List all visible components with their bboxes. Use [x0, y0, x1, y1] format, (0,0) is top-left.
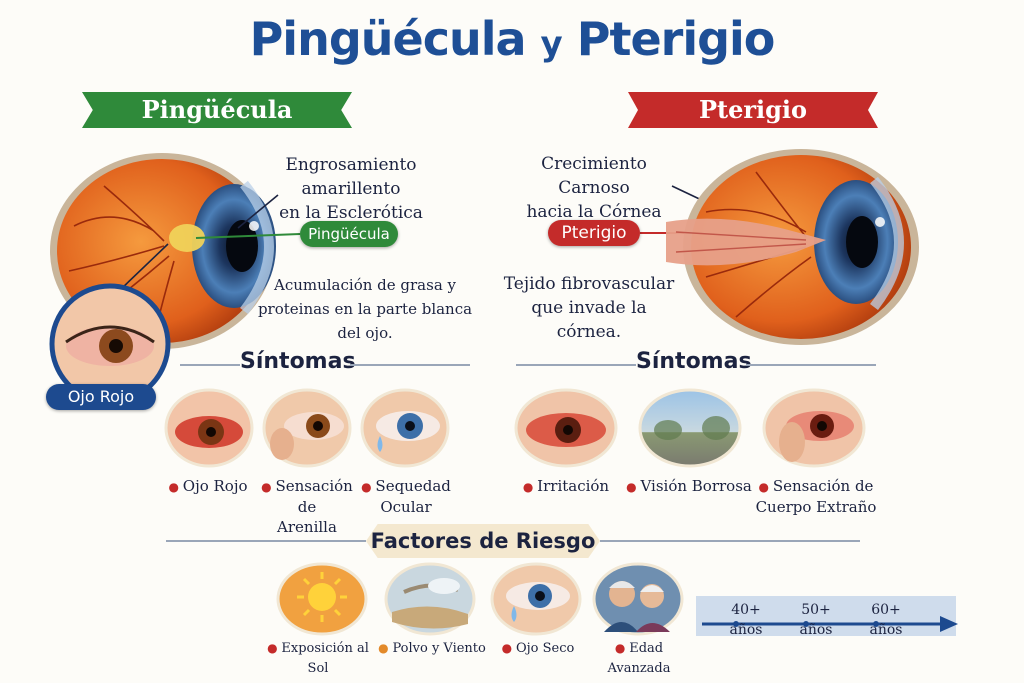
pterigio-description-top: Crecimiento Carnoso hacia la Córnea [504, 152, 684, 224]
bullet-icon: ● [261, 480, 276, 494]
age-label-40: 40+ años [729, 602, 763, 638]
age-timeline [696, 596, 958, 636]
note-line: en la Esclerótica [279, 203, 423, 223]
red-eye-inset [49, 283, 171, 404]
note-line: proteinas en la parte blanca del ojo. [257, 300, 473, 342]
title-pterigio: Pterigio [576, 12, 776, 66]
page-title: Pingüécula y Pterigio [0, 12, 1024, 66]
dust-wind-icon [384, 562, 476, 636]
blurred-scene-icon [638, 388, 742, 468]
symptom-label: ● Ojo Rojo [156, 476, 260, 497]
rubbing-eye-icon [262, 388, 352, 468]
symptom-text: Irritación [537, 477, 610, 495]
symptom-text: Cuerpo Extraño [755, 498, 877, 516]
risk-text: Exposición al Sol [281, 641, 369, 676]
risk-text: Edad Avanzada [607, 641, 671, 676]
pinguecula-ribbon: Pingüécula [82, 92, 352, 128]
note-line: Crecimiento Carnoso [541, 154, 647, 198]
divider [350, 364, 470, 366]
bullet-icon: ● [361, 480, 376, 494]
bullet-icon: ● [267, 641, 282, 655]
age-label-60: 60+ años [869, 602, 903, 638]
symptom-text: Ocular [380, 498, 432, 516]
note-line: Engrosamiento amarillento [285, 155, 417, 199]
bullet-icon: ● [168, 480, 183, 494]
pinguecula-eye-illustration [50, 153, 276, 349]
pinguecula-description-bottom: Acumulación de grasa y proteinas en la p… [254, 273, 476, 345]
pinguecula-label-pill: Pingüécula [300, 221, 398, 247]
symptom-label: ● Sensación de Cuerpo Extraño [754, 476, 878, 517]
symptom-label: ● Irritación [512, 476, 620, 497]
pterigio-label-pill: Pterigio [548, 220, 640, 246]
bullet-icon: ● [614, 641, 630, 655]
note-line: Acumulación de grasa y [273, 276, 457, 294]
pterigio-description-bottom: Tejido fibrovascular que invade la córne… [500, 272, 678, 344]
elderly-couple-icon [592, 562, 684, 636]
risk-factors-title: Factores de Riesgo [366, 524, 600, 558]
symptom-text: Sensación de [772, 477, 874, 495]
red-eye-icon [164, 388, 254, 468]
note-line: Tejido fibrovascular [503, 274, 675, 294]
right-symptoms-title: Síntomas [636, 349, 752, 374]
divider [746, 364, 876, 366]
risk-text: Ojo Seco [515, 641, 575, 656]
bullet-icon: ● [501, 641, 516, 655]
symptom-text: Sensación de [275, 477, 353, 516]
note-line: hacia la Córnea [526, 202, 662, 222]
bullet-icon: ● [378, 641, 393, 655]
symptom-text: Arenilla [277, 518, 337, 536]
symptom-text: Visión Borrosa [640, 477, 752, 495]
pterigio-ribbon: Pterigio [628, 92, 878, 128]
risk-label: ● Edad Avanzada [584, 638, 694, 679]
pinguecula-description-top: Engrosamiento amarillento en la Esclerót… [238, 153, 464, 225]
risk-label: ● Ojo Seco [488, 638, 588, 659]
divider [516, 364, 636, 366]
symptom-label: ● Sensación de Arenilla [254, 476, 360, 537]
age-label-50: 50+ años [799, 602, 833, 638]
red-eye-badge: Ojo Rojo [46, 384, 156, 410]
risk-text: Polvo y Viento [392, 641, 486, 656]
divider [180, 364, 240, 366]
left-symptoms-title: Síntomas [240, 349, 356, 374]
irritated-eye-icon [514, 388, 618, 468]
title-connector: y [540, 24, 563, 64]
dry-eye-icon [360, 388, 450, 468]
note-line: que invade la córnea. [531, 298, 647, 342]
symptom-text: Ojo Rojo [182, 477, 248, 495]
bullet-icon: ● [626, 480, 641, 494]
symptom-text: Sequedad [375, 477, 451, 495]
bullet-icon: ● [758, 480, 773, 494]
title-pinguecula: Pingüécula [249, 12, 527, 66]
bullet-icon: ● [522, 480, 538, 494]
sun-icon [276, 562, 368, 636]
risk-label: ● Polvo y Viento [378, 638, 486, 659]
divider [166, 540, 366, 542]
pterigio-eye-illustration [666, 149, 919, 345]
dry-eye-tear-icon [490, 562, 582, 636]
foreign-body-eye-icon [762, 388, 866, 468]
divider [600, 540, 860, 542]
symptom-label: ● Visión Borrosa [624, 476, 754, 497]
risk-label: ● Exposición al Sol [262, 638, 374, 679]
